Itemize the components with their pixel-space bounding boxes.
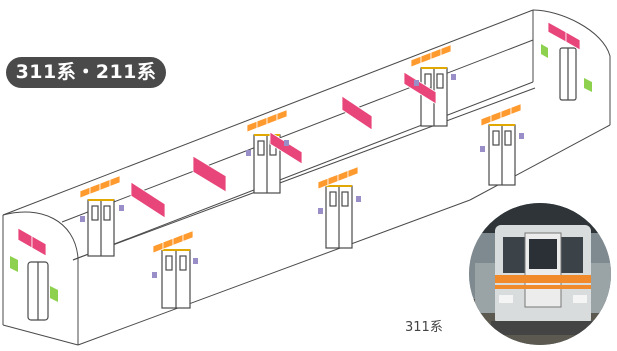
info-display-back-3 <box>79 175 121 199</box>
door-rear-end <box>559 47 577 101</box>
ad-panel-rear-end <box>547 21 567 43</box>
info-display-front-2 <box>317 166 359 190</box>
ad-panel-3 <box>269 131 303 165</box>
ad-panel-5 <box>130 181 166 219</box>
info-display-back-2 <box>246 109 288 133</box>
door-back-3 <box>87 199 115 257</box>
car-outline <box>2 9 611 346</box>
train-photo <box>469 203 611 345</box>
ad-panel-front-end <box>17 227 33 249</box>
door-front-3 <box>161 249 191 309</box>
ad-panel-4 <box>192 155 227 193</box>
door-front-1 <box>488 124 516 186</box>
door-indicators <box>80 74 524 278</box>
ad-panel-rear-end-2 <box>565 31 581 51</box>
info-display-front-1 <box>480 103 522 127</box>
ad-panels <box>17 21 581 257</box>
door-lights <box>10 44 592 302</box>
info-displays <box>79 44 522 254</box>
train-front-illustration <box>469 203 611 345</box>
info-display-front-3 <box>152 230 194 254</box>
info-display-back-1 <box>410 44 452 68</box>
door-front-2 <box>325 185 353 249</box>
photo-caption: 311系 <box>405 320 443 335</box>
ad-panel-front-end-2 <box>31 235 47 257</box>
ad-panel-1 <box>403 71 437 105</box>
ad-panel-2 <box>341 95 373 131</box>
door-front-end <box>27 261 49 321</box>
series-badge: 311系・211系 <box>6 57 166 88</box>
